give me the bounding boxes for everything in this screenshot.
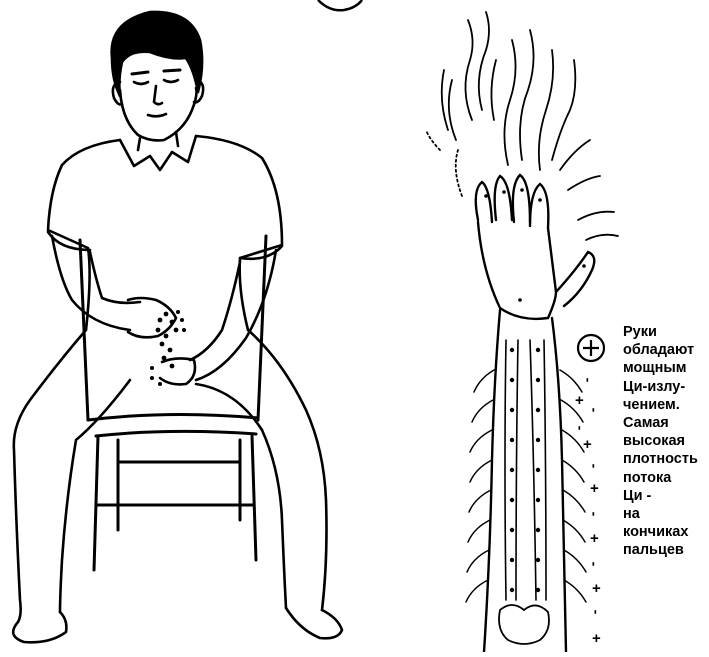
chair-leg-fr	[252, 436, 256, 560]
caption-line: кончиках	[623, 523, 709, 541]
plus-marker: +	[583, 436, 592, 453]
palm	[478, 222, 556, 319]
caption-line: Руки	[623, 323, 709, 341]
right-brow	[164, 70, 180, 71]
left-eye	[134, 82, 148, 84]
caption-line: Самая	[623, 414, 709, 432]
mouth	[148, 114, 166, 116]
chair-back-right	[258, 236, 266, 420]
plus-circle-cross	[583, 340, 599, 356]
chair-leg-fl	[94, 436, 98, 570]
lower-hand	[160, 358, 195, 384]
forearm-left	[484, 310, 500, 652]
finger-2	[495, 176, 512, 220]
right-eye	[164, 80, 178, 82]
chair-seat	[88, 414, 258, 420]
caption-line: чением.	[623, 396, 709, 414]
charge-markers	[578, 335, 604, 361]
left-arm	[52, 236, 140, 330]
plus-marker: +	[592, 580, 601, 597]
forearm-right	[552, 318, 566, 652]
caption-line: плотность	[623, 450, 709, 468]
plus-marker: +	[590, 530, 599, 547]
right-foot	[286, 608, 342, 638]
thumb	[556, 252, 594, 306]
chair-seat-front	[96, 431, 256, 436]
nose	[154, 86, 162, 104]
caption-line: мощным	[623, 359, 709, 377]
seated-man	[13, 12, 342, 642]
hand-chi-dots	[150, 310, 186, 386]
caption: Руки обладают мощным Ци-излу- чением. Са…	[623, 323, 709, 560]
minus-marker: -	[586, 464, 602, 469]
upper-hand	[128, 298, 176, 337]
minus-marker: -	[586, 562, 602, 567]
finger-3	[513, 175, 530, 222]
face	[120, 88, 197, 140]
plus-marker: +	[590, 480, 599, 497]
minus-marker: -	[586, 408, 602, 413]
finger-4	[530, 184, 548, 228]
caption-line: высокая	[623, 432, 709, 450]
hair	[112, 12, 202, 96]
minus-marker: -	[586, 512, 602, 517]
left-leg	[14, 330, 86, 622]
minus-marker: -	[572, 426, 588, 431]
top-circle-fragment	[318, 0, 362, 10]
caption-line: Ци -	[623, 487, 709, 505]
minus-marker: -	[588, 610, 604, 615]
left-brow	[132, 72, 148, 74]
emanation-lines	[426, 12, 618, 240]
caption-line: обладают	[623, 341, 709, 359]
caption-line: на	[623, 505, 709, 523]
flow-lines	[466, 370, 586, 602]
caption-line: потока	[623, 469, 709, 487]
wrist-bones	[499, 605, 549, 644]
finger-1	[476, 182, 492, 222]
plus-marker: +	[592, 630, 601, 647]
minus-marker: -	[580, 378, 596, 383]
arm-anatomy	[426, 12, 618, 652]
caption-line: Ци-излу-	[623, 378, 709, 396]
plus-marker: +	[575, 392, 584, 409]
fingers	[476, 175, 595, 306]
caption-line: пальцев	[623, 541, 709, 559]
